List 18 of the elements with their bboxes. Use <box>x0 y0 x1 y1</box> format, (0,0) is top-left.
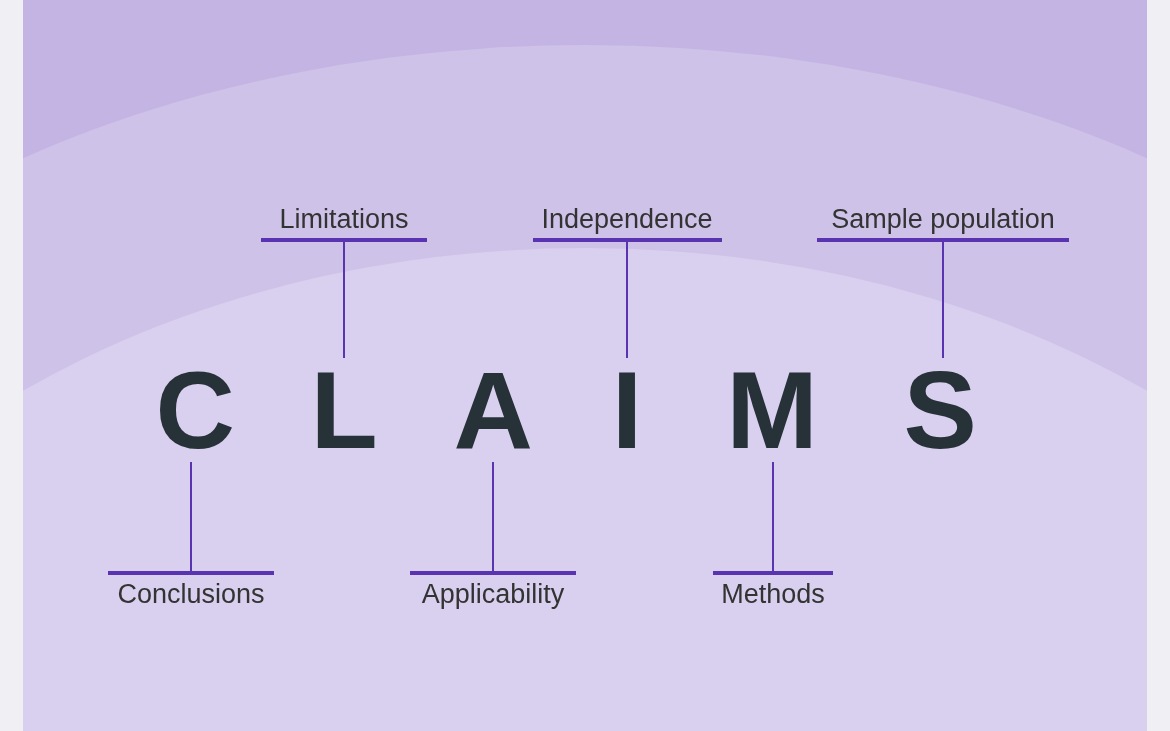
term-label: Conclusions <box>108 571 274 613</box>
leader-line <box>190 461 192 572</box>
acronym-letter: A <box>453 358 533 462</box>
acronym-letter: S <box>903 358 977 462</box>
leader-line <box>343 241 345 359</box>
leader-line <box>626 241 628 359</box>
term-label: Methods <box>713 571 833 613</box>
term-label: Independence <box>532 200 722 242</box>
term-label: Limitations <box>261 200 427 242</box>
acronym-letter: C <box>155 358 235 462</box>
term-label: Applicability <box>410 571 576 613</box>
acronym-letter: M <box>726 358 818 462</box>
acronym-letter: I <box>611 358 643 462</box>
leader-line <box>772 461 774 572</box>
leader-line <box>492 461 494 572</box>
term-label: Sample population <box>817 200 1069 242</box>
acronym-letter: L <box>310 358 378 462</box>
leader-line <box>942 241 944 359</box>
